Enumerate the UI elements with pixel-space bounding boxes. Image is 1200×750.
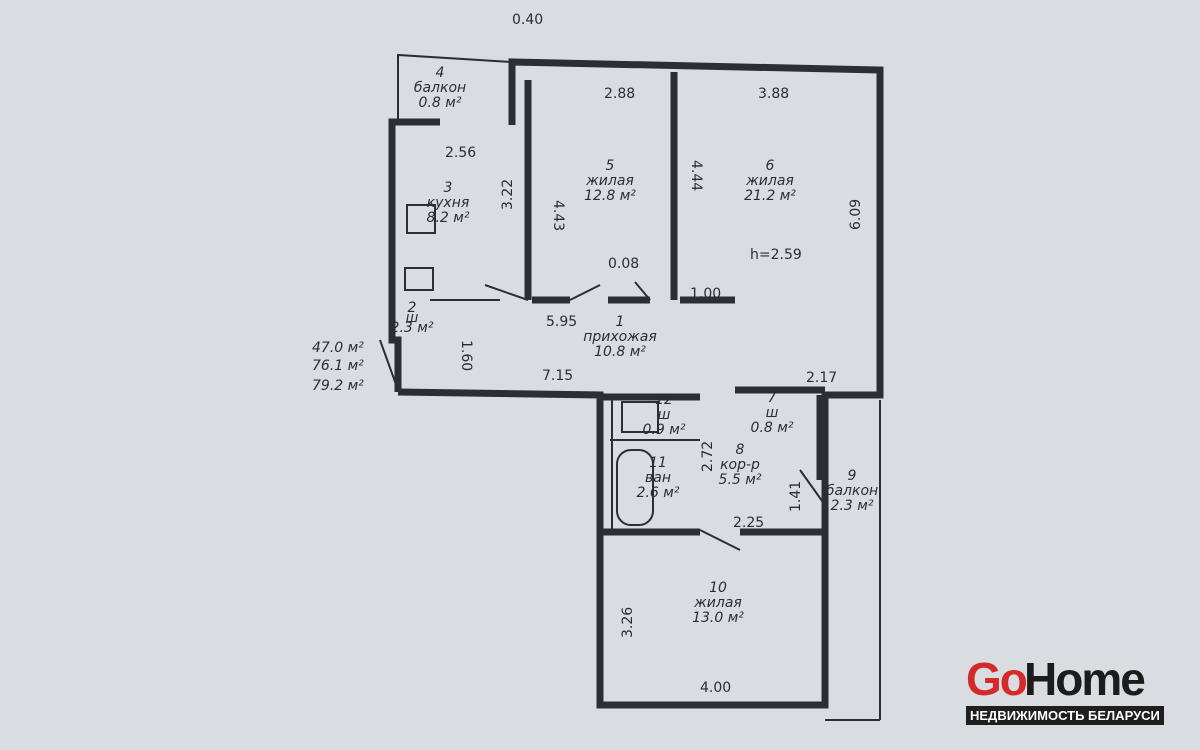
- logo-go: Go: [966, 653, 1028, 705]
- room-area: 2.6 м²: [637, 485, 680, 501]
- dim-label: 5.95: [546, 314, 577, 330]
- room-number: 9: [848, 468, 857, 484]
- room-name: ш: [766, 405, 779, 421]
- room-number: 6: [766, 158, 775, 174]
- gohome-watermark: Go Home НЕДВИЖИМОСТЬ БЕЛАРУСИ: [966, 653, 1166, 726]
- dim-label: 1.60: [458, 340, 474, 371]
- room-label: 7ш0.8 м²: [751, 390, 794, 436]
- dim-label: 2.72: [700, 441, 716, 472]
- room-number: 3: [444, 180, 453, 196]
- room-number: 5: [606, 158, 615, 174]
- room-number: 7: [768, 390, 777, 406]
- room-area: 8.2 м²: [427, 210, 470, 226]
- room-area: 10.8 м²: [594, 344, 646, 360]
- dim-label: 0.08: [608, 256, 639, 272]
- room-area: 5.5 м²: [719, 472, 762, 488]
- room-number: 11: [649, 455, 667, 471]
- room-name: балкон: [826, 483, 878, 499]
- room-area: 0.9 м²: [643, 422, 686, 438]
- total-areas: 47.0 м² 76.1 м² 79.2 м² h=2.59: [312, 247, 802, 394]
- room-name: кор-р: [720, 457, 760, 473]
- living-area: 47.0 м²: [312, 340, 364, 356]
- room-number: 10: [709, 580, 727, 596]
- dim-label: 3.26: [620, 607, 636, 638]
- room-number: 1: [616, 314, 625, 330]
- total-area: 76.1 м²: [312, 358, 364, 374]
- room-name: ш: [406, 310, 419, 326]
- room-name: жилая: [693, 595, 742, 611]
- dim-label: 7.15: [542, 368, 573, 384]
- dim-label: 4.43: [550, 200, 566, 231]
- room-area: 12.8 м²: [584, 188, 636, 204]
- dim-label: 6.09: [848, 199, 864, 230]
- dim-label: 2.17: [806, 370, 837, 386]
- room-area: 13.0 м²: [692, 610, 744, 626]
- dim-label: 1.00: [690, 286, 721, 302]
- room-label: 2ш2.3 м²: [391, 300, 434, 336]
- room-name: прихожая: [583, 329, 657, 345]
- room-name: жилая: [585, 173, 634, 189]
- dim-label: 3.22: [500, 179, 516, 210]
- room-area: 0.8 м²: [751, 420, 794, 436]
- room-name: кухня: [427, 195, 470, 211]
- room-name: жилая: [745, 173, 794, 189]
- walls: [379, 53, 884, 721]
- room-name: ван: [645, 470, 671, 486]
- dim-label: 3.88: [758, 86, 789, 102]
- dim-label: 4.00: [700, 680, 731, 696]
- room-area: 0.8 м²: [419, 95, 462, 111]
- logo-home: Home: [1024, 653, 1146, 705]
- dim-label: 2.25: [733, 515, 764, 531]
- room-number: 2: [408, 300, 417, 316]
- dim-label: 1.41: [788, 481, 804, 512]
- room-number: 12: [655, 392, 673, 408]
- dim-label: 2.56: [445, 145, 476, 161]
- room-number: 8: [736, 442, 745, 458]
- room-name: балкон: [414, 80, 466, 96]
- room-area: 21.2 м²: [744, 188, 796, 204]
- room-area: 2.3 м²: [391, 320, 434, 336]
- dimension-labels: 0.40 2.88 3.88 2.56 4.43 3.22 4.44 6.09 …: [445, 12, 864, 696]
- logo-subtitle: НЕДВИЖИМОСТЬ БЕЛАРУСИ: [966, 706, 1164, 725]
- ceiling-height: h=2.59: [750, 247, 802, 263]
- total-area-with-balconies: 79.2 м²: [312, 378, 364, 394]
- room-name: ш: [658, 407, 671, 423]
- dim-label: 4.44: [688, 160, 704, 191]
- room-number: 4: [436, 65, 445, 81]
- dim-label: 2.88: [604, 86, 635, 102]
- dim-label: 0.40: [512, 12, 543, 28]
- room-area: 2.3 м²: [831, 498, 874, 514]
